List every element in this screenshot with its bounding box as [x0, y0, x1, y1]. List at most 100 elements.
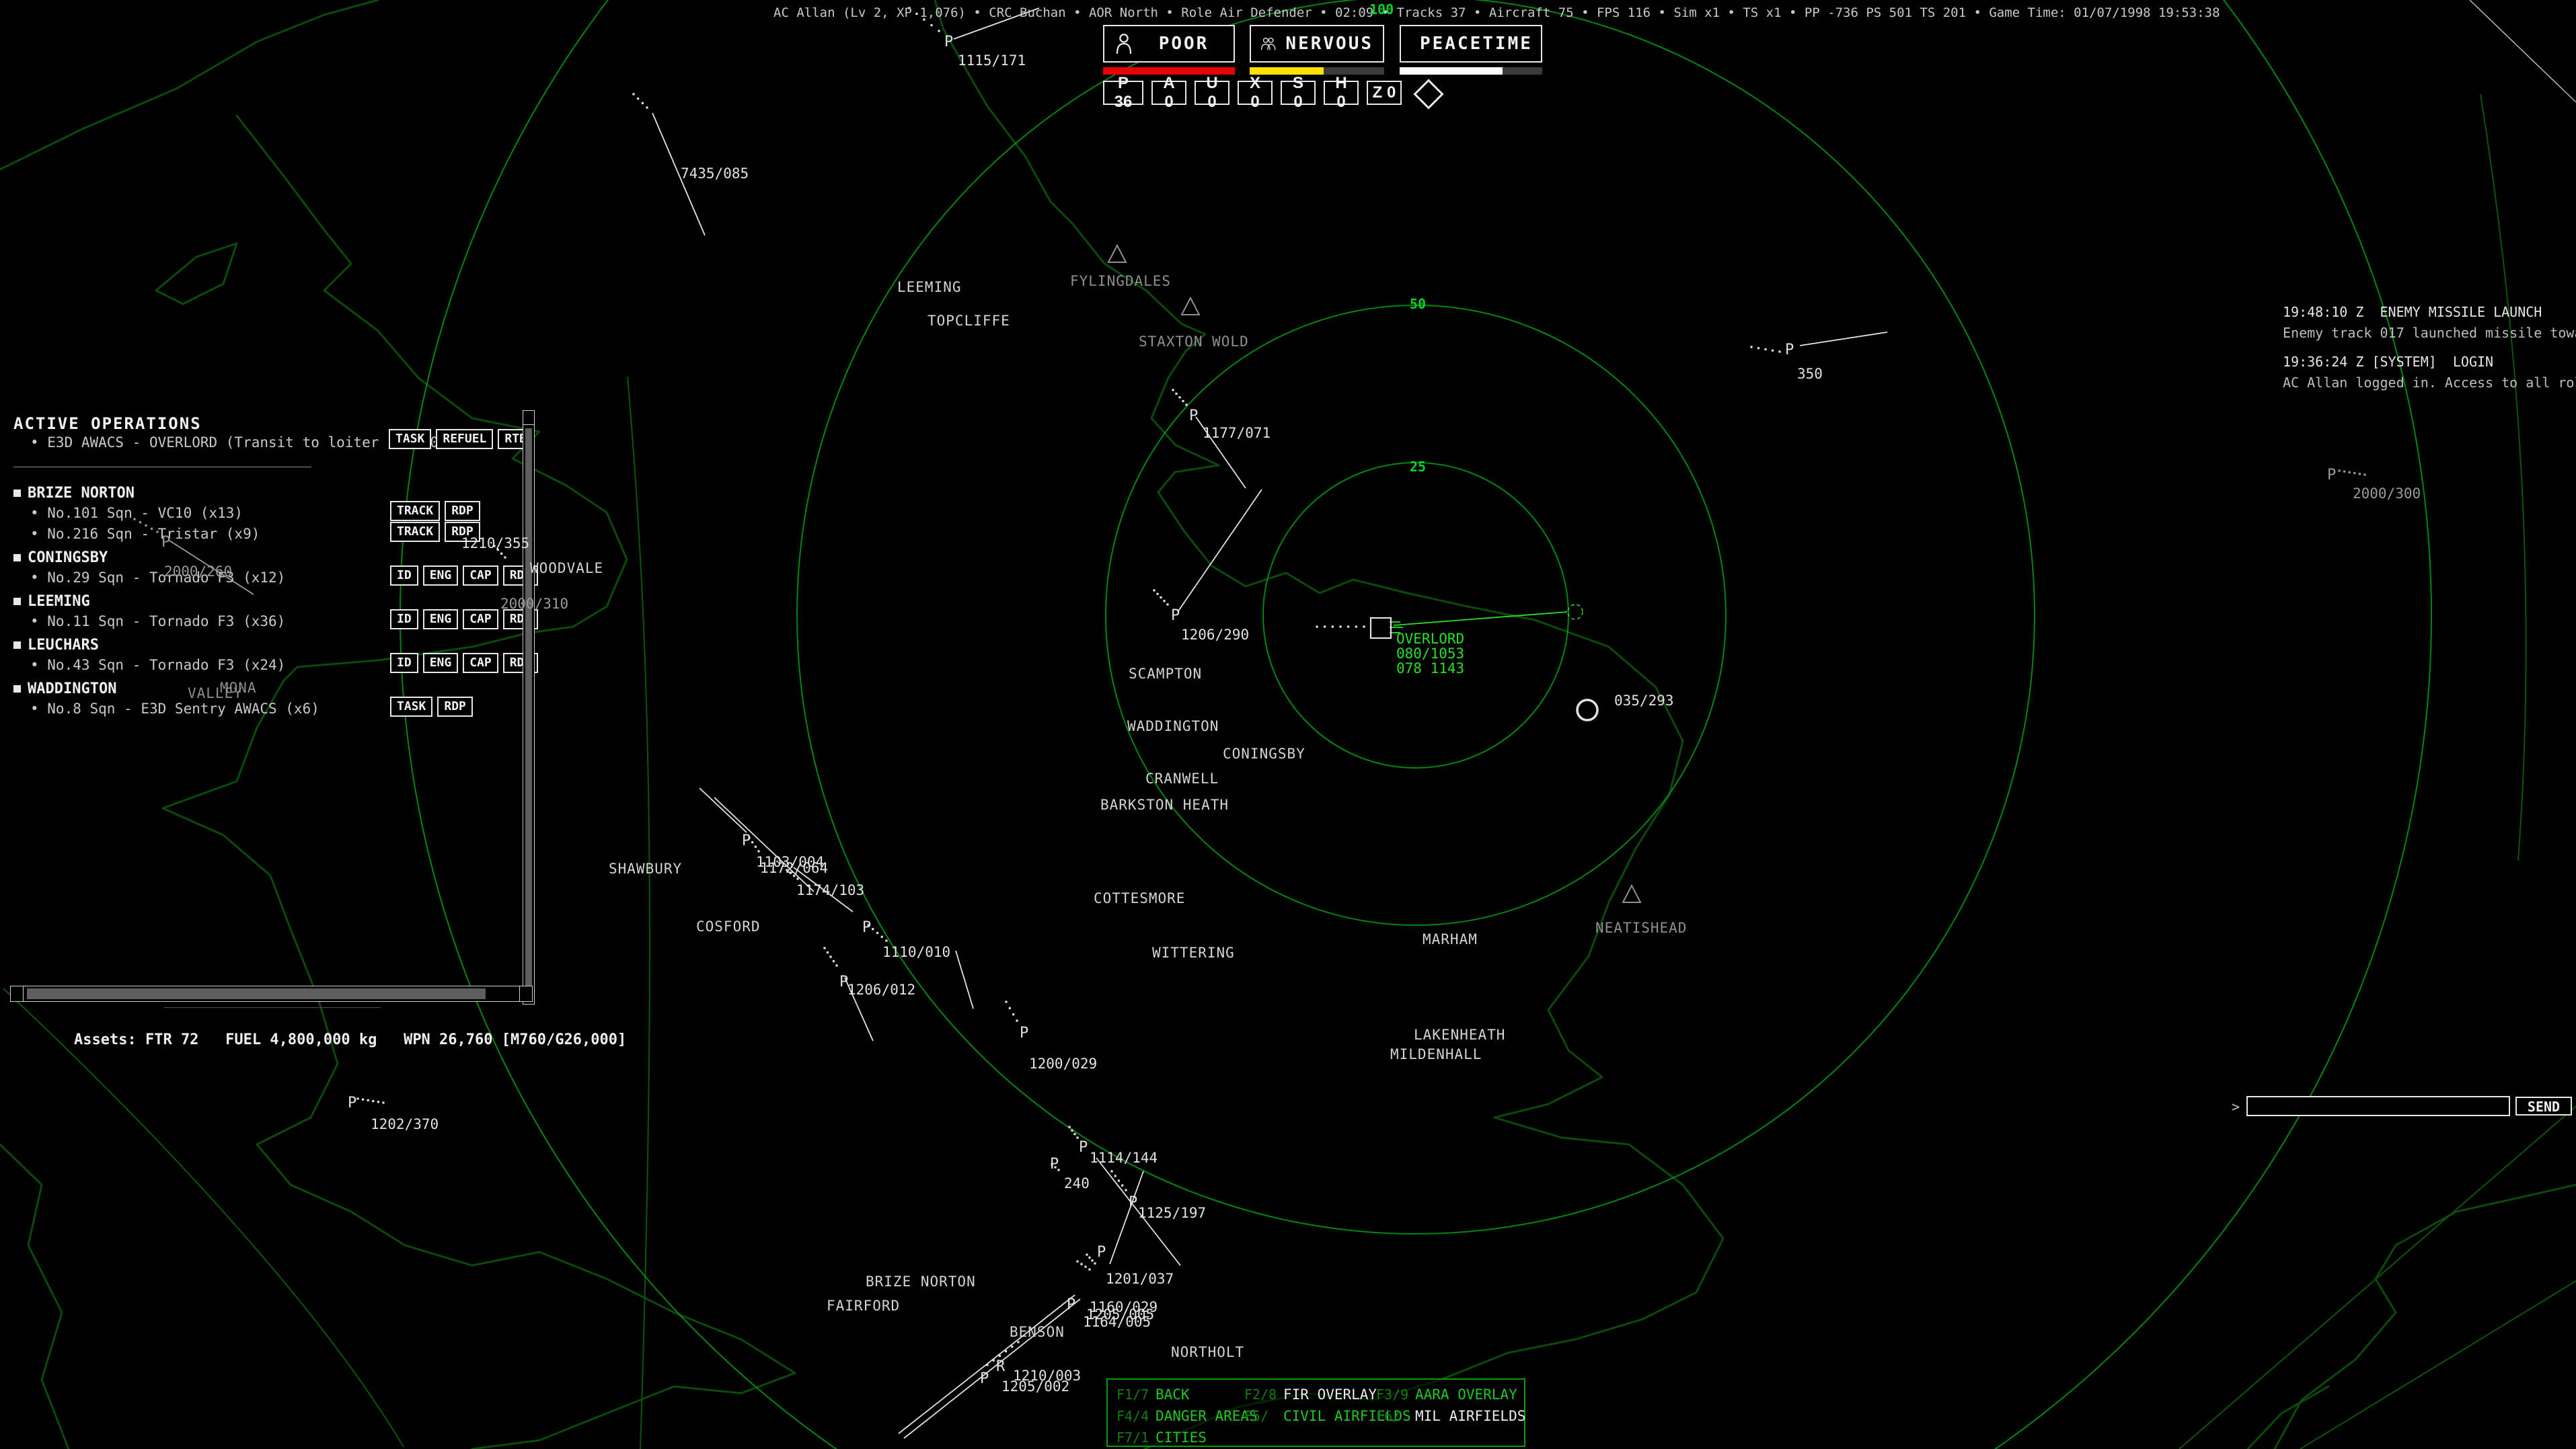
track-designator[interactable]: P [1189, 407, 1199, 424]
track-label[interactable]: 1164/005 [1083, 1314, 1151, 1330]
track-designator[interactable]: P [862, 919, 872, 936]
track-label[interactable]: 1114/144 [1090, 1150, 1158, 1166]
track-label[interactable]: 1205/002 [1001, 1378, 1070, 1395]
counter-button-p[interactable]: P 36 [1103, 74, 1143, 111]
track-designator[interactable]: R [996, 1358, 1006, 1375]
track-designator[interactable]: P [1171, 607, 1180, 624]
menu-item-danger-areas[interactable]: DANGER AREAS [1156, 1408, 1258, 1424]
track-label[interactable]: 2000/260 [164, 563, 233, 580]
track-label[interactable]: 1174/103 [796, 882, 865, 898]
track-label[interactable]: 1201/037 [1106, 1271, 1174, 1287]
track-designator[interactable]: P [742, 832, 751, 849]
track-label[interactable]: OVERLORD [1396, 631, 1465, 647]
rdp-button[interactable]: RDP [445, 501, 480, 521]
track-label[interactable]: 1172/064 [760, 860, 829, 876]
track-label[interactable]: 1202/370 [371, 1116, 439, 1132]
eng-button[interactable]: ENG [422, 565, 459, 586]
eng-button[interactable]: ENG [422, 609, 459, 629]
track-designator[interactable]: P [1785, 342, 1794, 358]
track-label[interactable]: 1103/004 [756, 854, 825, 870]
ops-vertical-scrollbar[interactable] [523, 410, 535, 1005]
track-label[interactable]: 1125/197 [1138, 1205, 1207, 1221]
track-designator[interactable]: P [1079, 1139, 1088, 1156]
menu-item-mil-airfields[interactable]: MIL AIRFIELDS [1415, 1408, 1526, 1424]
track-label[interactable]: 1115/171 [958, 52, 1026, 69]
cap-button[interactable]: CAP [463, 609, 498, 629]
id-button[interactable]: ID [390, 565, 418, 586]
track-designator[interactable]: P [161, 534, 171, 551]
track-button[interactable]: TRACK [390, 501, 441, 521]
menu-item-fir-overlay[interactable]: FIR OVERLAY [1283, 1386, 1377, 1403]
threat-panel-nervous[interactable]: NERVOUS [1250, 25, 1384, 63]
counter-button-h[interactable]: H 0 [1324, 74, 1359, 111]
track-history-dot [1178, 396, 1181, 399]
track-designator[interactable]: P [348, 1095, 357, 1111]
track-designator[interactable]: P [944, 34, 954, 50]
track-label[interactable]: 350 [1797, 366, 1823, 382]
menu-item-aara-overlay[interactable]: AARA OVERLAY [1415, 1386, 1517, 1403]
counter-button-a[interactable]: A 0 [1151, 74, 1186, 111]
cap-button[interactable]: CAP [463, 565, 498, 586]
track-button[interactable]: TRACK [390, 522, 441, 542]
track-label[interactable]: 1177/071 [1203, 425, 1271, 441]
track-label[interactable]: 1110/010 [882, 944, 951, 960]
track-label[interactable]: 078 1143 [1396, 660, 1465, 676]
task-button[interactable]: TASK [389, 429, 432, 449]
track-label[interactable]: 1160/029 [1090, 1299, 1158, 1315]
rdp-button[interactable]: RDP [437, 697, 473, 717]
menu-item-civil-airfields[interactable]: CIVIL AIRFIELDS [1283, 1408, 1411, 1424]
scroll-right-arrow[interactable] [519, 986, 533, 1002]
counter-button-z[interactable]: Z 0 [1367, 81, 1402, 105]
menu-item-cities[interactable]: CITIES [1156, 1430, 1207, 1446]
track-history-dot [1094, 1262, 1096, 1265]
track-label[interactable]: 1206/290 [1181, 627, 1250, 643]
track-label[interactable]: 035/293 [1614, 693, 1674, 709]
track-symbol[interactable] [1576, 699, 1599, 721]
cap-button[interactable]: CAP [463, 653, 498, 673]
track-label[interactable]: 240 [1064, 1175, 1090, 1191]
track-designator[interactable]: P [1097, 1244, 1106, 1261]
track-label[interactable]: 7435/085 [681, 165, 749, 182]
rdp-button[interactable]: RDP [445, 522, 480, 542]
track-leader-line [903, 1298, 1081, 1439]
send-button[interactable]: SEND [2515, 1097, 2572, 1115]
counter-button-x[interactable]: X 0 [1238, 74, 1273, 111]
track-designator[interactable]: P [1020, 1025, 1029, 1042]
threat-panel-poor[interactable]: POOR [1103, 25, 1235, 63]
scroll-thumb[interactable] [27, 988, 486, 999]
track-history-dot [1088, 1256, 1091, 1259]
scroll-thumb[interactable] [525, 428, 532, 986]
track-label[interactable]: 080/1053 [1396, 645, 1465, 662]
track-designator[interactable]: P [2327, 467, 2337, 483]
track-designator[interactable]: P [1050, 1156, 1059, 1173]
track-label[interactable]: 2000/310 [500, 596, 569, 612]
track-designator[interactable]: P [1129, 1194, 1138, 1211]
track-label[interactable]: 1210/003 [1013, 1368, 1082, 1384]
track-label[interactable]: 1200/029 [1029, 1056, 1098, 1072]
track-designator[interactable]: P [1067, 1296, 1076, 1313]
menu-item-back[interactable]: BACK [1156, 1386, 1190, 1403]
track-label[interactable]: 2000/300 [2353, 485, 2421, 502]
track-label[interactable]: 1210/355 [461, 535, 530, 551]
id-button[interactable]: ID [390, 653, 418, 673]
task-button[interactable]: TASK [390, 697, 433, 717]
counter-button-u[interactable]: U 0 [1195, 74, 1229, 111]
track-label[interactable]: 1205/005 [1086, 1306, 1155, 1323]
scroll-left-arrow[interactable] [10, 986, 24, 1002]
threat-panel-peacetime[interactable]: PEACETIME [1400, 25, 1542, 63]
track-history-dot [992, 1359, 995, 1362]
track-designator[interactable]: P [980, 1370, 989, 1387]
ops-horizontal-scrollbar[interactable] [10, 986, 533, 1002]
eng-button[interactable]: ENG [422, 653, 459, 673]
radar-site-icon [1107, 243, 1127, 263]
track-symbol[interactable] [1369, 617, 1392, 639]
track-label[interactable]: 1206/012 [847, 982, 916, 998]
id-button[interactable]: ID [390, 609, 418, 629]
refuel-button[interactable]: REFUEL [436, 429, 494, 449]
scroll-up-arrow[interactable] [523, 410, 535, 425]
counter-button-s[interactable]: S 0 [1281, 74, 1316, 111]
chat-input[interactable] [2246, 1096, 2510, 1116]
track-designator[interactable]: P [839, 974, 849, 990]
